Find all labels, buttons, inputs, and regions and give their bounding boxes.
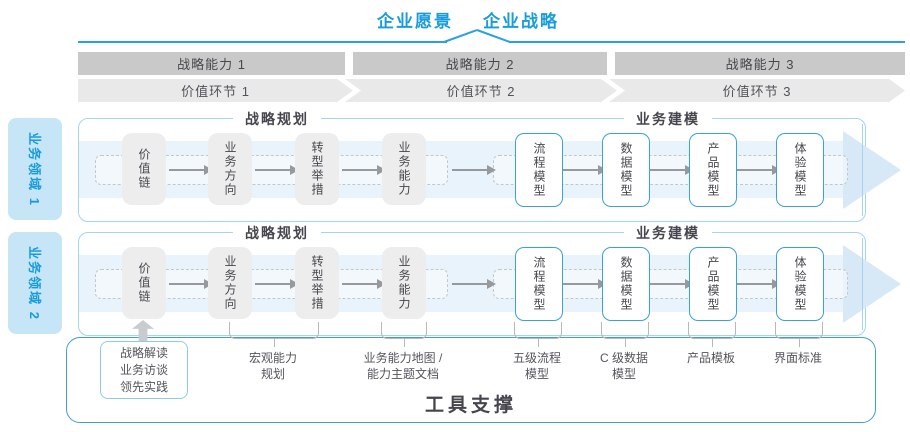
note-c-level-data-model: C 级数据 模型 (599, 351, 648, 382)
box-product-model: 产品模型 (689, 133, 737, 207)
tool-support-title: 工具支撑 (424, 395, 517, 416)
bracket-macro-capability (229, 322, 319, 347)
arrow-right-icon (452, 279, 496, 289)
capability-bar-3: 战略能力 3 (615, 52, 905, 75)
box-experience-model: 体验模型 (776, 133, 824, 207)
flow-row-domain-1: 战略规划 业务建模 价值链 业务方向 转型举措 业务能力 流程模型 数据模型 产… (78, 109, 901, 222)
box-value-chain: 价值链 (122, 133, 166, 205)
box-process-model: 流程模型 (515, 133, 563, 207)
box-data-model: 数据模型 (602, 133, 650, 207)
flow-row-domain-2: 战略规划 业务建模 价值链 业务方向 转型举措 业务能力 流程模型 数据模型 产… (78, 223, 901, 336)
flow-arrowhead (843, 131, 901, 209)
row-border-line (862, 124, 863, 216)
modeling-section-header: 业务建模 (624, 109, 712, 129)
note-ui-standard: 界面标准 (773, 351, 822, 365)
business-domain-2-label: 业务领域 2 (8, 232, 62, 334)
box-business-capability: 业务能力 (382, 133, 426, 205)
arrow-right-icon (650, 165, 694, 175)
note-macro-capability-planning: 宏观能力 规划 (248, 351, 297, 382)
box-transformation-initiatives: 转型举措 (295, 247, 339, 319)
note-product-template: 产品模板 (686, 351, 735, 365)
arrow-right-icon (737, 165, 781, 175)
caret-gap (447, 40, 509, 45)
box-business-direction: 业务方向 (208, 133, 252, 205)
value-link-chevron-3: 价值环节 3 (609, 79, 905, 102)
value-link-chevron-1: 价值环节 1 (78, 79, 353, 102)
arrow-right-icon (737, 279, 781, 289)
capability-bar-2: 战略能力 2 (353, 52, 607, 75)
tool-support-container: 工具支撑 (66, 337, 876, 423)
box-data-model: 数据模型 (602, 247, 650, 321)
arrow-right-icon (563, 279, 607, 289)
arrow-right-icon (563, 165, 607, 175)
practice-line: 战略解读 (119, 346, 168, 360)
planning-section-header: 战略规划 (233, 109, 321, 129)
bracket-capability-map (381, 322, 427, 347)
arrow-right-icon (169, 165, 213, 175)
flow-arrowhead (843, 245, 901, 323)
arrow-right-icon (342, 165, 386, 175)
business-domain-1-label: 业务领域 1 (8, 118, 62, 220)
arrow-right-icon (255, 165, 299, 175)
box-process-model: 流程模型 (515, 247, 563, 321)
practice-line: 领先实践 (119, 379, 168, 394)
arrow-right-icon (342, 279, 386, 289)
top-titles: 企业愿景 企业战略 (377, 7, 559, 32)
practice-line: 业务访谈 (119, 362, 168, 377)
box-business-capability: 业务能力 (382, 247, 426, 319)
arrow-right-icon (452, 165, 496, 175)
practice-annotation-box: 战略解读 业务访谈 领先实践 (100, 341, 188, 400)
bracket-process-model (514, 322, 562, 347)
bracket-product-template (688, 322, 736, 347)
row-border-line (862, 238, 863, 330)
bracket-data-model (601, 322, 649, 347)
box-experience-model: 体验模型 (776, 247, 824, 321)
box-business-direction: 业务方向 (208, 247, 252, 319)
note-capability-map-docs: 业务能力地图 / 能力主题文档 (363, 351, 443, 382)
box-transformation-initiatives: 转型举措 (295, 133, 339, 205)
arrow-right-icon (255, 279, 299, 289)
box-product-model: 产品模型 (689, 247, 737, 321)
bracket-ui-standard (775, 322, 823, 347)
arrow-right-icon (169, 279, 213, 289)
capability-bar-1: 战略能力 1 (78, 52, 345, 75)
value-link-chevron-2: 价值环节 2 (345, 79, 617, 102)
modeling-section-header: 业务建模 (624, 223, 712, 243)
arrow-right-icon (650, 279, 694, 289)
box-value-chain: 价值链 (122, 247, 166, 319)
note-level5-process-model: 五级流程 模型 (512, 351, 561, 382)
planning-section-header: 战略规划 (233, 223, 321, 243)
enterprise-strategy-title: 企业战略 (483, 12, 559, 31)
enterprise-vision-title: 企业愿景 (377, 12, 453, 31)
